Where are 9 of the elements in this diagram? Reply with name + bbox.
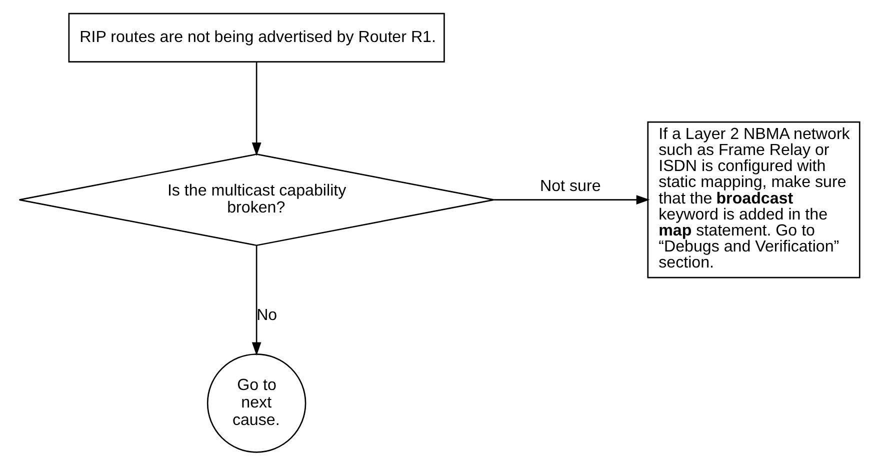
node-box: If a Layer 2 NBMA network such as Frame Relay or ISDN is configured with static mapping, make sure that the broadcast keyword is added in the map statement. Go to “Debugs and Verification” section.	[647, 121, 860, 278]
edge-label: No	[256, 306, 278, 324]
edge-label: Not sure	[540, 177, 601, 196]
arrow	[494, 195, 650, 204]
node-circle: Go to next cause.	[206, 354, 306, 453]
node-diamond: Is the multicast capability broken?	[18, 154, 494, 246]
arrow	[252, 62, 262, 156]
arrow	[252, 246, 262, 356]
node-box: RIP routes are not being advertised by Router R1.	[68, 12, 445, 62]
